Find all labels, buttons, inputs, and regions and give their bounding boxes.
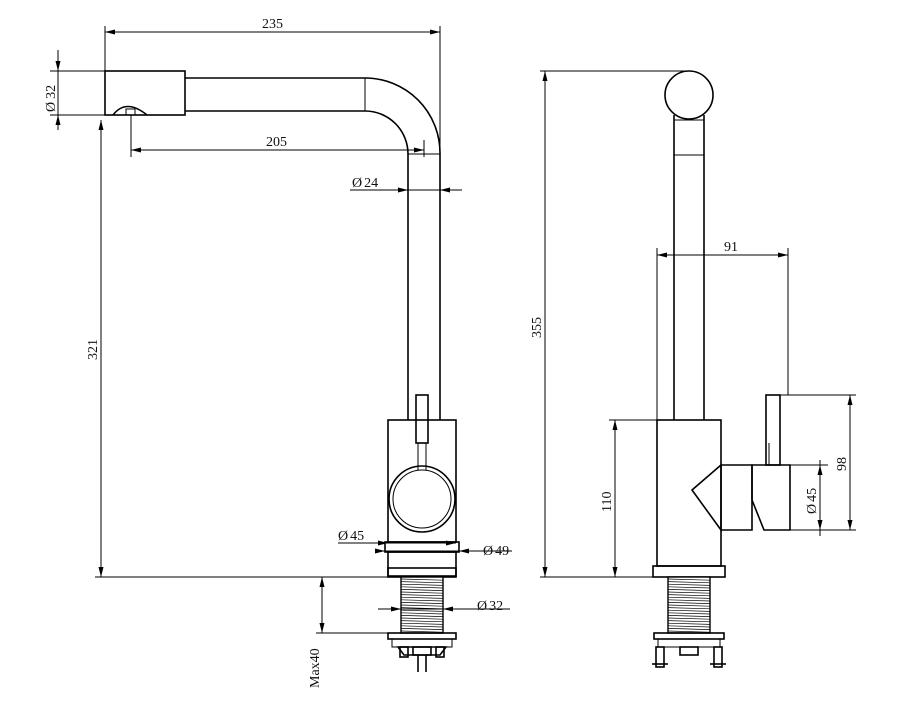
thread-line (400, 617, 444, 620)
thread-line (667, 625, 711, 628)
thread-line (400, 581, 444, 584)
thread-line (400, 583, 444, 586)
thread-line (667, 609, 711, 612)
thread-line (667, 630, 711, 633)
thread-line (667, 581, 711, 584)
thread-line (667, 604, 711, 607)
spout (104, 70, 441, 155)
label-110: 110 (600, 492, 615, 512)
dim-321: 321 (86, 120, 388, 578)
valve-body (384, 394, 460, 578)
thread-line (667, 620, 711, 623)
thread-line (400, 602, 444, 604)
thread-line (400, 591, 444, 594)
front-view: 355 91 110 98 (530, 70, 856, 668)
dim-110: 110 (600, 419, 657, 577)
dim-diameter-45-front: Ø45 (790, 460, 828, 536)
thread-line (667, 612, 711, 615)
thread-line (667, 596, 711, 599)
thread-line (400, 578, 444, 581)
thread-line (400, 625, 444, 628)
thread-line (667, 578, 711, 581)
thread-line (667, 591, 711, 594)
thread-line (667, 617, 711, 620)
thread-line (667, 615, 711, 617)
thread-line (400, 622, 444, 625)
spout-end (664, 70, 714, 420)
thread-line (400, 609, 444, 612)
label-max-40: Max40 (308, 648, 323, 688)
label-321: 321 (86, 339, 101, 360)
dim-235: 235 (104, 17, 441, 153)
thread-line (667, 602, 711, 604)
thread-line (667, 607, 711, 610)
thread-line (400, 599, 444, 602)
dim-355: 355 (530, 70, 690, 578)
thread-line (667, 594, 711, 597)
dim-max-40: Max40 (308, 577, 388, 688)
label-98: 98 (835, 457, 850, 471)
thread-line (400, 596, 444, 599)
riser (407, 153, 441, 420)
front-valve-body (652, 394, 791, 578)
label-diameter-45-front: Ø45 (805, 488, 820, 514)
thread-line (400, 586, 444, 589)
dim-205: 205 (130, 115, 425, 157)
thread-line (400, 630, 444, 633)
thread-line (667, 589, 711, 591)
dim-91: 91 (656, 240, 789, 420)
thread-line (400, 628, 444, 630)
threaded-shank (387, 576, 457, 672)
thread-line (400, 612, 444, 615)
dim-98: 98 (780, 394, 856, 531)
dim-diameter-32: Ø32 (44, 50, 105, 130)
thread-line (667, 583, 711, 586)
thread-line (667, 622, 711, 625)
thread-line (667, 586, 711, 589)
thread-line (400, 589, 444, 591)
thread-line (400, 615, 444, 617)
thread-line (667, 628, 711, 630)
thread-line (667, 599, 711, 602)
label-91: 91 (724, 240, 738, 255)
label-diameter-32: Ø32 (44, 85, 59, 112)
label-205: 205 (266, 135, 287, 150)
front-threaded-shank (652, 576, 726, 668)
thread-line (400, 604, 444, 607)
thread-line (400, 620, 444, 623)
thread-line (400, 594, 444, 597)
label-235: 235 (262, 17, 283, 32)
label-355: 355 (530, 317, 545, 338)
